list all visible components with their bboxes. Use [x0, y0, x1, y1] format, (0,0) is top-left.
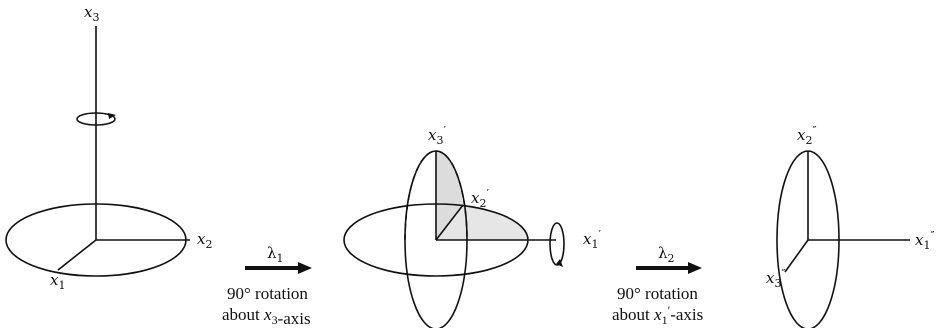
arrow1-caption-line1: 90° rotation [227, 284, 308, 303]
arrow2-caption-line2: about x1′-axis [612, 303, 703, 327]
step2-x3-label: x3′ [428, 124, 446, 147]
step2-shaded-disk [436, 205, 529, 240]
arrow2-group: λ2 90° rotation about x1′-axis [612, 244, 703, 327]
step2-axes: x3′ x2′ x1′ [343, 124, 601, 328]
step3-x1-label: x1″ [915, 229, 935, 252]
arrow2-caption-line1: 90° rotation [617, 284, 698, 303]
step1-x1-axis [57, 239, 97, 271]
step1-x3-label: x3 [84, 3, 99, 24]
step1-x1-label: x1 [50, 271, 65, 292]
arrow2-head [688, 262, 702, 274]
step3-x2-label: x2″ [797, 124, 817, 147]
step1-axes: x3 x2 x1 [5, 3, 212, 292]
step3-axes: x2″ x1″ x3″ [766, 124, 935, 328]
step2-rotation-icon [549, 222, 565, 267]
step2-x2-axis [435, 204, 464, 241]
step2-x1-label: x1′ [583, 228, 601, 251]
step2-x2-label: x2′ [471, 187, 489, 210]
step3-x3-label: x3″ [766, 267, 786, 290]
arrow1-head [298, 262, 312, 274]
arrow1-caption-line2: about x3-axis [222, 305, 311, 328]
arrow2-lambda: λ2 [658, 244, 675, 265]
arrow1-group: λ1 90° rotation about x3-axis [222, 244, 312, 328]
arrow1-lambda: λ1 [267, 244, 284, 265]
step2-shaded-quadrant [436, 150, 463, 240]
step1-x2-label: x2 [197, 230, 212, 251]
step3-x3-axis [784, 239, 809, 273]
step1-rotation-icon [76, 112, 116, 126]
